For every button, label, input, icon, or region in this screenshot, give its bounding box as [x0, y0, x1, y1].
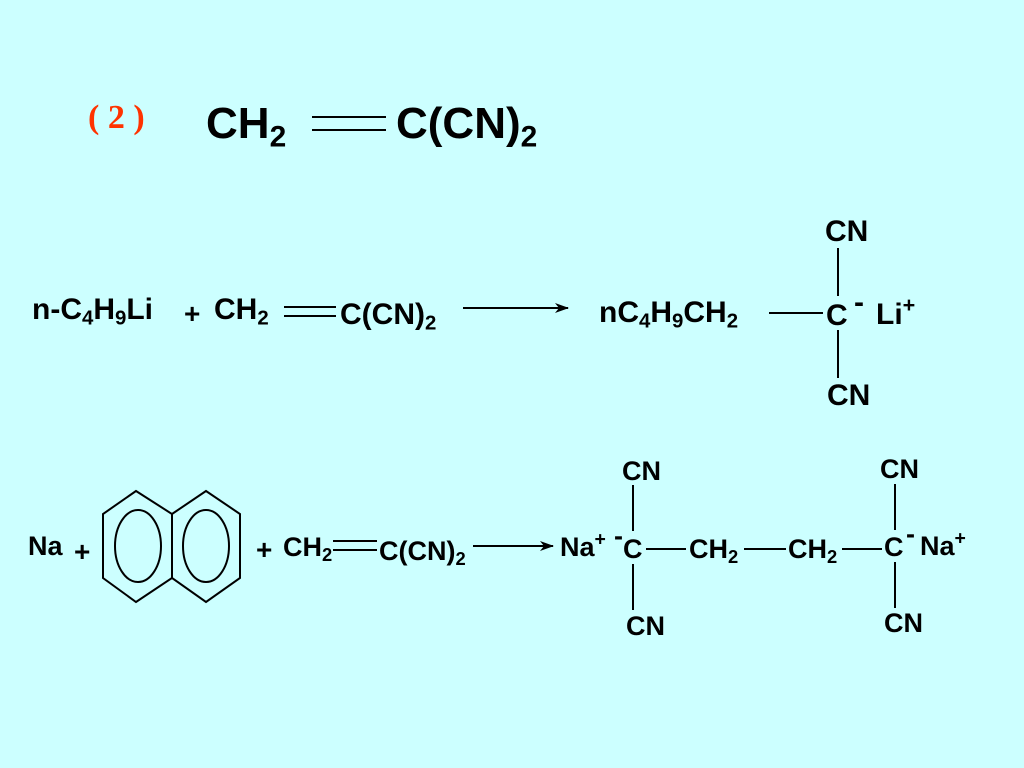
reaction1-monomer-ch2: CH2 — [214, 293, 269, 330]
product2-right-bottom-bond — [894, 562, 896, 608]
product2-right-sodium-ion: Na+ — [920, 527, 966, 561]
reaction2-double-bond-top — [333, 540, 377, 542]
reaction2-double-bond-bottom — [333, 549, 377, 551]
initiator-butyllithium: n-C4H9Li — [32, 293, 154, 330]
product2-right-top-bond — [894, 484, 896, 530]
product1-negative-charge: - — [854, 286, 864, 319]
reaction2-plus-1: + — [74, 536, 91, 567]
product2-right-top-cn: CN — [880, 454, 919, 484]
reaction1-double-bond-bottom — [284, 315, 336, 317]
reaction2-monomer-ccn2: C(CN)2 — [379, 536, 466, 570]
product1-bottom-bond — [837, 330, 839, 378]
product1-top-cn: CN — [825, 215, 869, 248]
product2-right-negative-charge: - — [906, 519, 915, 549]
product2-left-carbanion: C — [623, 534, 643, 564]
product2-right-carbanion: C — [884, 532, 904, 562]
product2-left-bottom-bond — [632, 564, 634, 610]
reaction1-double-bond-top — [284, 306, 336, 308]
product2-methylene-1: CH2 — [689, 534, 739, 568]
product1-single-bond — [769, 312, 823, 314]
product2-right-bottom-cn: CN — [884, 608, 923, 638]
reaction2-monomer-ch2: CH2 — [283, 532, 333, 566]
product1-bottom-cn: CN — [827, 379, 871, 412]
product1-carbanion-center: C — [826, 299, 848, 332]
reaction2-plus-2: + — [256, 534, 273, 565]
reaction1-monomer-ccn2: C(CN)2 — [340, 298, 437, 335]
header-monomer-ccn2: C(CN)2 — [396, 99, 538, 154]
product2-left-sodium-ion: Na+ — [560, 528, 606, 562]
reaction1-plus: + — [184, 298, 201, 329]
product2-left-top-cn: CN — [622, 456, 661, 486]
product1-alkyl-chain: nC4H9CH2 — [599, 296, 739, 333]
header-double-bond-bottom — [312, 129, 386, 131]
naphthalene-aromatic-circle-left — [114, 509, 162, 583]
naphthalene-ring-icon — [102, 489, 241, 604]
product2-left-bottom-cn: CN — [626, 611, 665, 641]
product2-bond-2 — [744, 548, 786, 550]
product2-left-top-bond — [632, 485, 634, 531]
product2-left-negative-charge: - — [614, 521, 623, 551]
product1-lithium-ion: Li+ — [876, 292, 916, 331]
product2-methylene-2: CH2 — [788, 534, 838, 568]
naphthalene-aromatic-circle-right — [182, 509, 230, 583]
product1-top-bond — [837, 248, 839, 296]
naphthalene-ring-right — [171, 489, 241, 604]
product2-bond-3 — [842, 548, 882, 550]
header-monomer-ch2: CH2 — [206, 99, 287, 154]
product2-bond-1 — [646, 548, 686, 550]
header-double-bond-top — [312, 116, 386, 118]
reaction-number-label: ( 2 ) — [88, 99, 145, 136]
reagent-sodium: Na — [28, 531, 63, 561]
